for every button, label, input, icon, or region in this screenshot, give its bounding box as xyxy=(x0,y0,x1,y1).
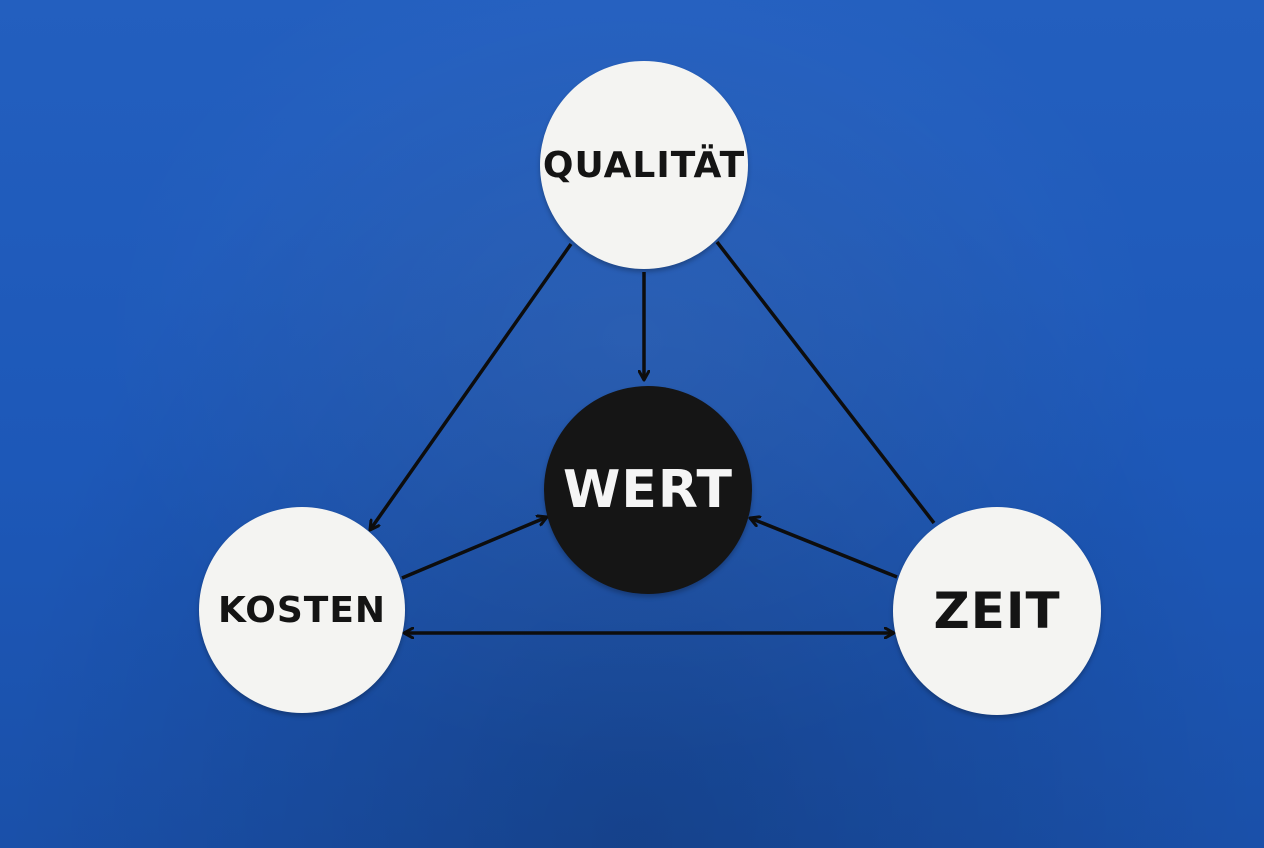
node-cost-label: KOSTEN xyxy=(217,589,387,631)
edge-time-to-value xyxy=(750,518,898,579)
node-quality: QUALITÄT xyxy=(540,61,748,269)
node-quality-label: QUALITÄT xyxy=(542,144,746,186)
node-cost: KOSTEN xyxy=(199,507,405,713)
node-time: ZEIT xyxy=(893,507,1101,715)
edge-cost-to-value xyxy=(401,517,547,580)
edge-quality-to-time xyxy=(715,240,936,525)
node-value-label: WERT xyxy=(562,460,734,520)
edge-quality-to-cost xyxy=(370,242,573,530)
node-value: WERT xyxy=(544,386,752,594)
node-time-label: ZEIT xyxy=(933,582,1061,640)
